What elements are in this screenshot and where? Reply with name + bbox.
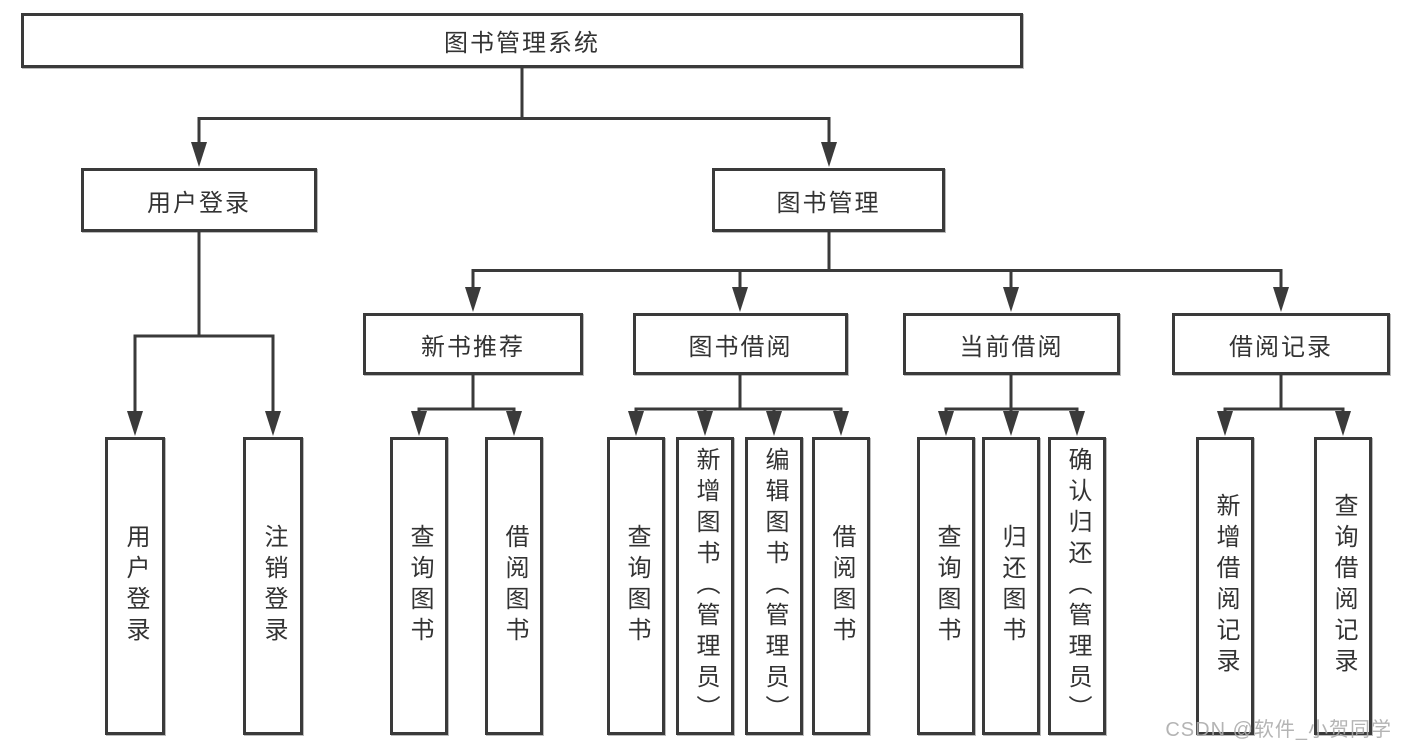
- connector-new-book-recommend: [411, 373, 522, 436]
- leaf-user-login: 用户登录: [105, 437, 165, 735]
- leaf-records-query-record: 查询借阅记录: [1314, 437, 1372, 735]
- node-new-book-recommend: 新书推荐: [363, 313, 583, 375]
- leaf-recommend-borrow-books: 借阅图书: [485, 437, 543, 735]
- node-book-management: 图书管理: [712, 168, 945, 232]
- connector-user-login: [127, 230, 281, 436]
- node-current-borrow: 当前借阅: [903, 313, 1120, 375]
- leaf-current-return-books: 归还图书: [982, 437, 1040, 735]
- leaf-records-add-record: 新增借阅记录: [1196, 437, 1254, 735]
- node-user-login: 用户登录: [81, 168, 317, 232]
- connector-current-borrow: [938, 373, 1085, 436]
- leaf-borrow-query-books: 查询图书: [607, 437, 665, 735]
- leaf-current-query-books: 查询图书: [917, 437, 975, 735]
- leaf-logout: 注销登录: [243, 437, 303, 735]
- connector-root: [191, 66, 837, 167]
- leaf-current-confirm-return-admin: 确认归还（管理员）: [1048, 437, 1106, 735]
- node-library-system: 图书管理系统: [21, 13, 1023, 68]
- connector-book-management: [465, 230, 1289, 312]
- connector-borrow-records: [1217, 373, 1351, 436]
- node-borrow-records: 借阅记录: [1172, 313, 1390, 375]
- leaf-borrow-edit-books-admin: 编辑图书（管理员）: [745, 437, 803, 735]
- connector-book-borrow: [628, 373, 849, 436]
- csdn-watermark: CSDN @软件_小贺同学: [1165, 719, 1392, 741]
- leaf-borrow-borrow-books: 借阅图书: [812, 437, 870, 735]
- node-book-borrow: 图书借阅: [633, 313, 848, 375]
- leaf-recommend-query-books: 查询图书: [390, 437, 448, 735]
- leaf-borrow-add-books-admin: 新增图书（管理员）: [676, 437, 734, 735]
